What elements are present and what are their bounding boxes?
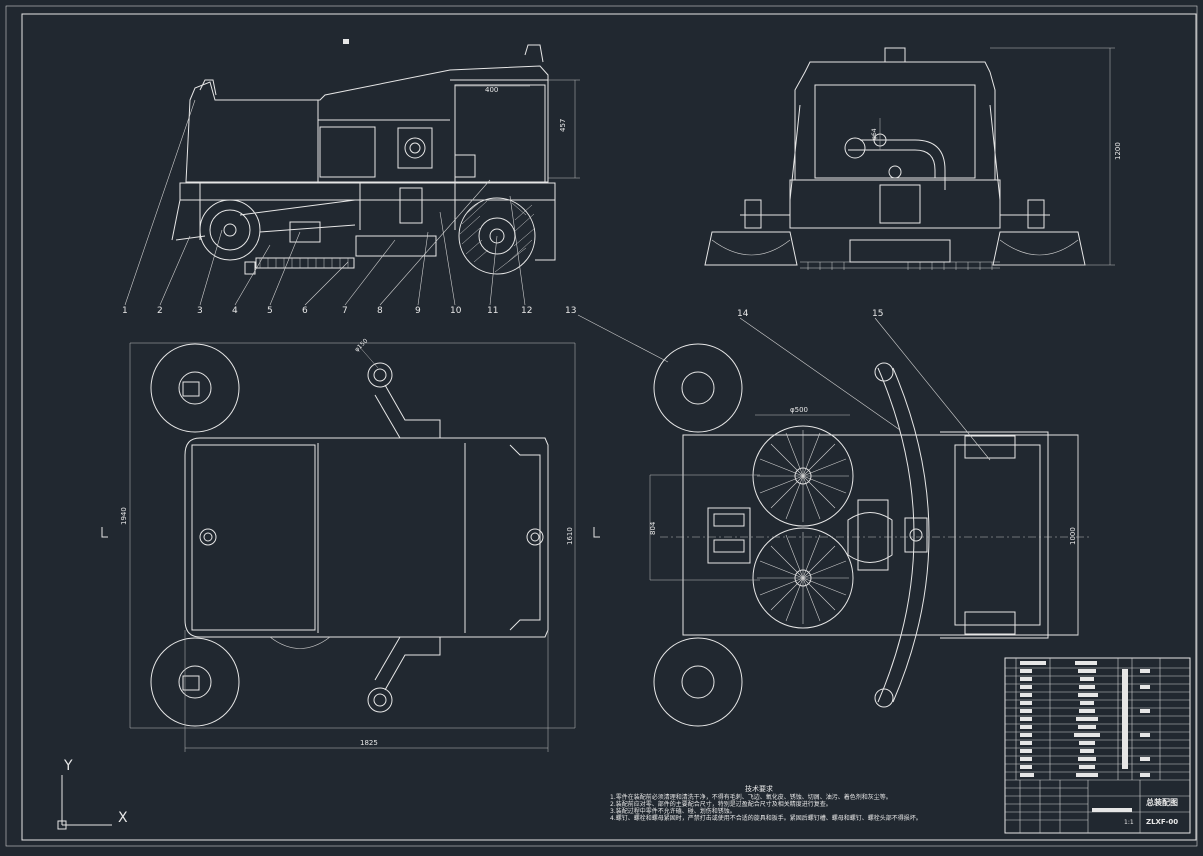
top-view: 1825 1940 1610 φ150 bbox=[101, 337, 600, 752]
bottom-view: φ500 804 1000 13 14 15 bbox=[565, 306, 1090, 727]
balloon-9: 9 bbox=[415, 306, 421, 316]
balloon-13: 13 bbox=[565, 306, 576, 316]
marker-dot bbox=[343, 39, 349, 44]
balloon-7: 7 bbox=[342, 306, 348, 316]
dim-top-length: 1825 bbox=[360, 739, 378, 747]
outer-border bbox=[5, 5, 1198, 847]
balloon-14: 14 bbox=[737, 309, 749, 319]
dim-bottom-brush-span: φ500 bbox=[790, 406, 808, 414]
balloon-4: 4 bbox=[232, 306, 238, 316]
dim-side-height: 457 bbox=[559, 119, 567, 132]
title-block-title: 总装配图 bbox=[1146, 797, 1178, 807]
technical-notes: 技术要求 1.零件在装配前必须清理和清洗干净，不得有毛刺、飞边、氧化皮、锈蚀、切… bbox=[610, 784, 922, 822]
balloon-5: 5 bbox=[267, 306, 273, 316]
balloon-2: 2 bbox=[157, 306, 163, 316]
note-1: 1.零件在装配前必须清理和清洗干净，不得有毛刺、飞边、氧化皮、锈蚀、切屑、油污、… bbox=[610, 793, 892, 801]
balloon-15: 15 bbox=[872, 309, 883, 319]
balloon-1: 1 bbox=[122, 306, 128, 316]
dim-top-width-inner: 1610 bbox=[566, 527, 574, 545]
title-block-drawing-no: ZLXF-00 bbox=[1146, 818, 1178, 826]
dim-front-height: 1200 bbox=[1114, 142, 1122, 160]
dim-top-width-outer: 1940 bbox=[120, 507, 128, 525]
balloon-3: 3 bbox=[197, 306, 203, 316]
note-3: 3.装配过程中零件不允许磕、碰、划伤和锈蚀。 bbox=[610, 807, 736, 815]
note-4: 4.螺钉、螺栓和螺母紧固时，严禁打击或使用不合适的旋具和扳手。紧固后螺钉槽、螺母… bbox=[610, 814, 922, 822]
balloon-11: 11 bbox=[487, 306, 498, 316]
dim-bottom-left: 804 bbox=[649, 521, 657, 535]
title-block: 总装配图 ZLXF-00 1:1 bbox=[1004, 657, 1191, 834]
dim-bottom-width: 1000 bbox=[1069, 527, 1077, 545]
note-2: 2.装配前应对零、部件的主要配合尺寸，特别是过盈配合尺寸及相关精度进行复查。 bbox=[610, 800, 832, 808]
notes-title: 技术要求 bbox=[745, 784, 773, 793]
side-view: 400 457 1 2 3 4 5 6 7 8 9 10 bbox=[122, 44, 580, 316]
ucs-icon: Y X bbox=[57, 758, 128, 830]
ucs-y-label: Y bbox=[63, 758, 73, 774]
ucs-x-label: X bbox=[118, 810, 128, 826]
dim-top-caster-dia: φ150 bbox=[353, 337, 369, 353]
dim-side-top-width: 400 bbox=[485, 86, 498, 94]
balloon-6: 6 bbox=[302, 306, 308, 316]
front-view: 1200 φ64 bbox=[704, 47, 1122, 270]
balloon-12: 12 bbox=[521, 306, 532, 316]
balloon-8: 8 bbox=[377, 306, 383, 316]
title-block-scale: 1:1 bbox=[1124, 819, 1134, 826]
dim-front-small: φ64 bbox=[871, 128, 878, 140]
balloon-10: 10 bbox=[450, 306, 462, 316]
inner-border bbox=[21, 13, 1197, 841]
